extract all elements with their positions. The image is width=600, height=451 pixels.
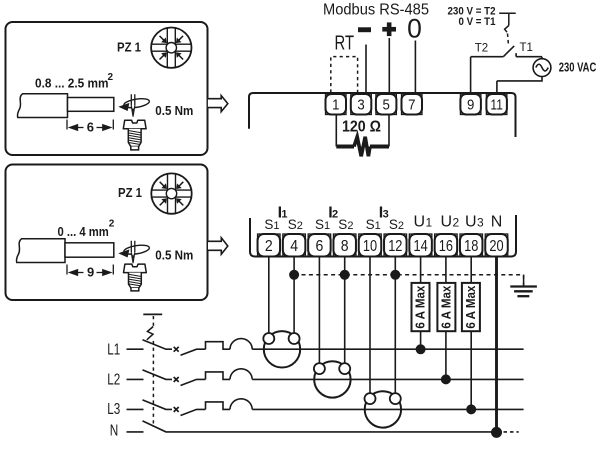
svg-text:1: 1 <box>332 96 339 113</box>
svg-text:16: 16 <box>439 238 453 256</box>
svg-text:T2: T2 <box>475 43 488 55</box>
svg-text:1: 1 <box>281 209 287 221</box>
svg-text:L2: L2 <box>107 372 120 389</box>
svg-text:3: 3 <box>477 215 484 229</box>
svg-text:PZ 1: PZ 1 <box>117 40 141 55</box>
svg-text:S2: S2 <box>338 217 353 232</box>
svg-text:3: 3 <box>357 96 364 113</box>
svg-text:11: 11 <box>490 96 502 113</box>
svg-text:4: 4 <box>290 237 298 255</box>
svg-text:RT: RT <box>335 33 355 55</box>
svg-text:5: 5 <box>382 96 389 113</box>
svg-text:S1: S1 <box>264 217 279 232</box>
svg-text:I: I <box>278 205 282 222</box>
svg-text:S1: S1 <box>315 217 330 232</box>
svg-text:1: 1 <box>426 215 433 229</box>
svg-text:U: U <box>465 213 477 230</box>
svg-text:10: 10 <box>363 238 377 256</box>
svg-text:2: 2 <box>332 209 338 221</box>
svg-text:20: 20 <box>489 238 503 256</box>
svg-text:I: I <box>328 205 332 222</box>
svg-text:S1: S1 <box>366 217 381 232</box>
svg-text:PZ 1: PZ 1 <box>118 185 142 200</box>
svg-text:0.5 Nm: 0.5 Nm <box>155 103 193 118</box>
svg-text:0.8 ... 2.5 mm: 0.8 ... 2.5 mm <box>35 76 109 91</box>
svg-text:2: 2 <box>265 237 273 255</box>
svg-text:S2: S2 <box>288 217 303 232</box>
svg-text:2: 2 <box>109 219 115 230</box>
svg-text:S2: S2 <box>389 217 404 232</box>
svg-text:U: U <box>414 213 426 230</box>
svg-text:0 ... 4 mm: 0 ... 4 mm <box>58 224 109 239</box>
svg-text:0 V = T1: 0 V = T1 <box>459 16 496 28</box>
svg-text:120 Ω: 120 Ω <box>342 118 381 135</box>
svg-text:I: I <box>379 205 383 222</box>
svg-text:N: N <box>491 213 503 230</box>
svg-text:6: 6 <box>87 120 94 135</box>
svg-text:2: 2 <box>453 215 460 229</box>
svg-text:L3: L3 <box>107 401 120 418</box>
svg-text:3: 3 <box>383 209 389 221</box>
svg-text:6 A Max: 6 A Max <box>440 286 454 329</box>
svg-text:2: 2 <box>108 72 114 83</box>
svg-text:12: 12 <box>388 238 402 256</box>
svg-text:U: U <box>441 213 453 230</box>
svg-text:8: 8 <box>341 237 349 255</box>
svg-text:18: 18 <box>464 238 478 256</box>
svg-text:14: 14 <box>413 238 427 256</box>
svg-text:6 A Max: 6 A Max <box>464 286 478 329</box>
svg-text:7: 7 <box>408 96 415 113</box>
svg-text:6 A Max: 6 A Max <box>414 286 428 329</box>
svg-text:N: N <box>110 422 119 439</box>
svg-text:L1: L1 <box>107 341 120 358</box>
svg-text:6: 6 <box>315 237 323 255</box>
svg-text:0.5 Nm: 0.5 Nm <box>155 247 193 262</box>
svg-text:9: 9 <box>467 96 474 113</box>
svg-text:230 VAC: 230 VAC <box>559 60 597 74</box>
svg-text:9: 9 <box>87 265 94 280</box>
svg-text:T1: T1 <box>519 42 532 54</box>
svg-text:230 V = T2: 230 V = T2 <box>448 5 496 17</box>
svg-text:0: 0 <box>407 14 422 44</box>
svg-text:Modbus RS-485: Modbus RS-485 <box>323 2 429 19</box>
